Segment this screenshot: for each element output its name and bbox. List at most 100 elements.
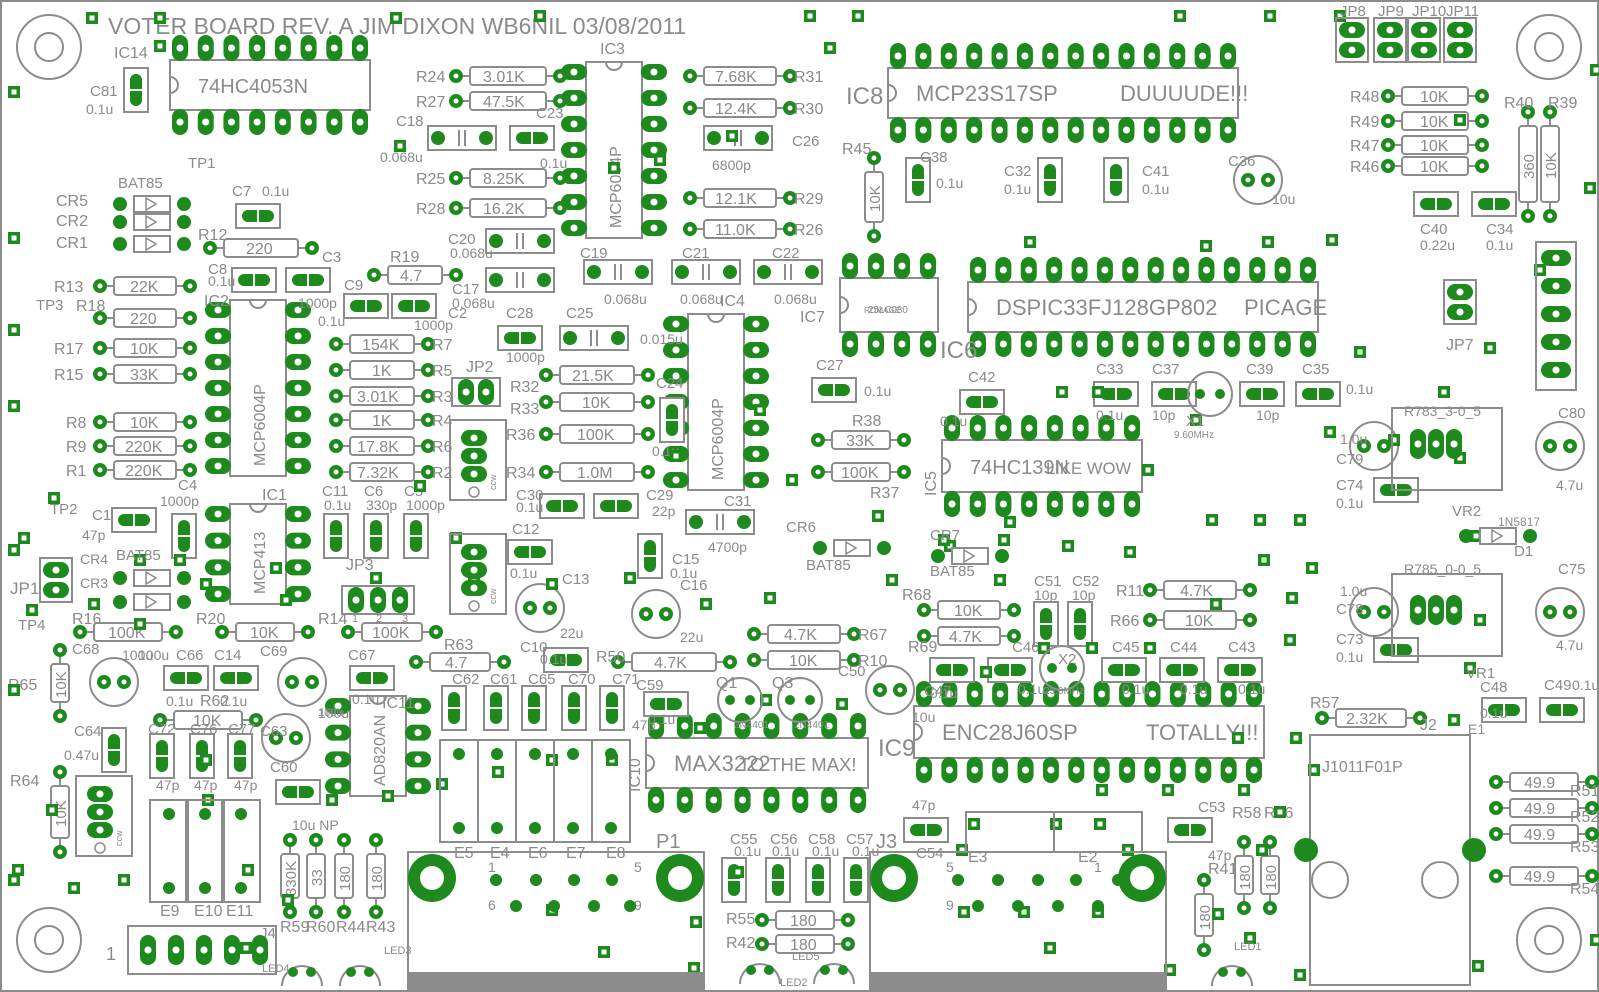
r27-ref: R27 — [416, 94, 445, 111]
r5-ref: R5 — [432, 363, 453, 380]
resistor-r56: 180R56 — [1260, 805, 1293, 915]
c27-value: 0.1u — [864, 383, 891, 399]
c45-value: 0.1u — [1122, 681, 1149, 697]
c8-ref: C8 — [208, 261, 227, 278]
jumper — [451, 377, 501, 407]
c53-value: 47p — [1208, 847, 1232, 863]
c22-value: 0.068u — [774, 291, 817, 307]
c14-ref: C14 — [214, 647, 242, 664]
c50-value: 10u — [912, 709, 935, 725]
diode — [113, 569, 191, 587]
c62-ref: C62 — [452, 671, 480, 688]
c29-value: 22p — [652, 503, 676, 519]
label-q2n: 2N4401 — [794, 720, 829, 731]
r1-ref: R1 — [66, 463, 87, 480]
via-layer — [8, 10, 1599, 981]
c56-value: 0.1u — [772, 843, 799, 859]
label-cr4: CR4 — [80, 551, 108, 567]
r36-value: 100K — [577, 427, 615, 444]
label-vr1: VR1 — [1466, 665, 1495, 682]
c52-ref: C52 — [1072, 573, 1100, 590]
transistor — [777, 677, 823, 723]
r60-ref: R60 — [306, 919, 335, 936]
ic5_74hc139-part: 74HC139N — [970, 457, 1069, 479]
c75-ref: C75 — [1558, 561, 1586, 578]
jumper — [1335, 17, 1369, 63]
diode — [113, 195, 191, 213]
ic8_mcp23s17-part: MCP23S17SP — [916, 81, 1058, 106]
c66-value: 0.1u — [166, 693, 193, 709]
label-cr2: CR2 — [56, 213, 88, 230]
c29-ref: C29 — [646, 487, 674, 504]
c20-value: 0.068u — [450, 245, 493, 261]
c51-ref: C51 — [1034, 573, 1062, 590]
r14-ref: R14 — [318, 611, 347, 628]
c58-value: 0.1u — [812, 843, 839, 859]
c43-value: 0.1u — [1238, 681, 1265, 697]
c24-ref: C24 — [656, 375, 684, 392]
ic14-74hc4053-ic: 74HC4053N — [169, 35, 371, 135]
capacitor-c70: C70 — [561, 671, 596, 731]
c64-ref: C64 — [74, 723, 102, 740]
diode — [1459, 527, 1537, 545]
c51-value: 10p — [1034, 587, 1058, 603]
label-tp2: TP2 — [50, 501, 78, 518]
r3-ref: R3 — [432, 389, 453, 406]
c55-ref: C55 — [730, 831, 758, 848]
r50-ref: R50 — [596, 649, 625, 666]
c4-ref: C4 — [178, 477, 197, 494]
db9-pin — [1070, 874, 1082, 886]
r1-value: 220K — [125, 463, 163, 480]
r33-value: 10K — [582, 395, 611, 412]
c35-ref: C35 — [1302, 361, 1330, 378]
c65-ref: C65 — [528, 671, 556, 688]
c33-ref: C33 — [1096, 361, 1124, 378]
capacitor-c62: C62 — [441, 671, 480, 731]
r64-ref: R64 — [10, 773, 39, 790]
db9-pin — [1112, 874, 1124, 886]
r19-value: 4.7 — [400, 268, 422, 285]
j3-pin5-label: 5 — [946, 859, 954, 875]
r20-value: 10K — [250, 625, 279, 642]
c13-ref: C13 — [562, 571, 590, 588]
label-jp3_1: 1 — [352, 613, 358, 625]
c2-value: 1000p — [414, 317, 453, 333]
c3-ref: C3 — [322, 249, 341, 266]
r15-value: 33K — [130, 367, 159, 384]
c14-value: 0.1u — [220, 693, 247, 709]
test-pad-box — [221, 799, 261, 903]
c78-value: 1.0u — [1340, 583, 1367, 599]
r58-ref: R58 — [1232, 805, 1261, 822]
c78-ref: C78 — [1336, 601, 1364, 618]
c57-value: 0.1u — [852, 843, 879, 859]
